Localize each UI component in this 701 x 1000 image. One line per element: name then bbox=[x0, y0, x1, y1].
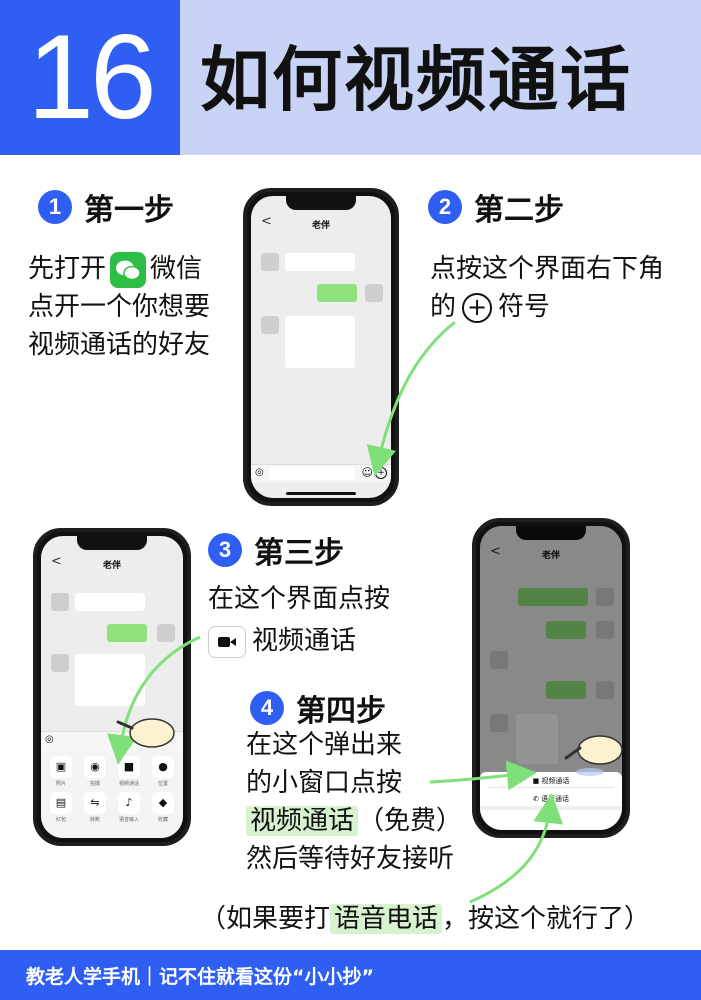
location-icon[interactable]: ● bbox=[152, 756, 174, 778]
step2-number: 2 bbox=[428, 190, 462, 224]
step2-line2a: 的 bbox=[430, 292, 457, 322]
video-camera-icon bbox=[208, 625, 246, 658]
grid-label: 拍摄 bbox=[89, 781, 100, 787]
step4-line3b: （免费） bbox=[358, 806, 463, 836]
step4-line1: 在这个弹出来 bbox=[246, 730, 403, 760]
voice-icon[interactable]: ◎ bbox=[255, 467, 264, 478]
grid-label: 收藏 bbox=[157, 817, 168, 823]
avatar bbox=[51, 654, 69, 672]
red-packet-icon[interactable]: ▤ bbox=[50, 792, 72, 814]
step1-number: 1 bbox=[38, 190, 72, 224]
step4-heading: 4 第四步 bbox=[250, 686, 386, 730]
step1-line1b: 微信 bbox=[150, 254, 203, 284]
step1-line2: 点开一个你想要 bbox=[28, 292, 211, 322]
step1-heading: 1 第一步 bbox=[38, 185, 174, 229]
chat-bubble bbox=[75, 593, 145, 611]
back-icon[interactable]: < bbox=[490, 544, 501, 559]
step1-title: 第一步 bbox=[84, 193, 174, 228]
wechat-icon bbox=[110, 251, 147, 288]
avatar-self bbox=[596, 681, 614, 699]
chat-contact-name: 老伴 bbox=[311, 221, 330, 231]
chat-contact-name: 老伴 bbox=[102, 561, 121, 571]
note-c: ，按这个就行了） bbox=[442, 904, 651, 934]
avatar bbox=[261, 316, 279, 334]
chat-bubble-self bbox=[518, 588, 588, 606]
chat-input-bar[interactable]: ◎ ☺ + bbox=[251, 464, 391, 483]
voice-icon[interactable]: ◎ bbox=[45, 734, 54, 745]
arrow-to-voice-menu bbox=[469, 793, 564, 904]
step1-line3: 视频通话的好友 bbox=[28, 330, 211, 360]
phone-chat-screen: < 老伴 ◎ ☺ + bbox=[243, 188, 399, 506]
plus-circle-icon: + bbox=[462, 292, 493, 323]
avatar-self bbox=[157, 624, 175, 642]
arrow-to-plus bbox=[366, 320, 456, 477]
step2-title: 第二步 bbox=[474, 193, 564, 228]
phone-call-popup: < 老伴 ■ 视频通话 ✆ 语音通话 取消 bbox=[472, 518, 630, 838]
arrow-to-video-grid bbox=[107, 635, 201, 765]
step1-text: 先打开 微信 点开一个你想要 视频通话的好友 bbox=[28, 250, 210, 364]
avatar bbox=[490, 651, 508, 669]
title-banner bbox=[180, 0, 701, 155]
avatar-self bbox=[596, 588, 614, 606]
footer-text: 教老人学手机｜记不住就看这份“小小抄” bbox=[26, 966, 374, 988]
voice-input-icon[interactable]: ♪ bbox=[118, 792, 140, 814]
chat-bubble bbox=[285, 253, 355, 271]
step3-title: 第三步 bbox=[254, 536, 344, 571]
avatar bbox=[490, 714, 508, 732]
pointing-hand-icon bbox=[564, 735, 623, 776]
back-icon[interactable]: < bbox=[261, 214, 272, 229]
message-input[interactable] bbox=[269, 467, 355, 480]
arrow-to-video-menu bbox=[429, 760, 537, 791]
step2-heading: 2 第二步 bbox=[428, 185, 564, 229]
page-title: 如何视频通话 bbox=[200, 39, 632, 121]
footer-bar bbox=[0, 950, 701, 1000]
grid-label: 视频通话 bbox=[118, 781, 139, 787]
chat-bubble-self bbox=[546, 681, 586, 699]
step4-line2: 的小窗口点按 bbox=[246, 768, 403, 798]
step3-text: 在这个界面点按 视频通话 bbox=[208, 580, 390, 660]
chat-bubble-self bbox=[317, 284, 357, 302]
step3-number: 3 bbox=[208, 533, 242, 567]
step-number: 16 bbox=[0, 0, 180, 155]
back-icon[interactable]: < bbox=[51, 554, 62, 569]
note-a: （如果要打 bbox=[200, 904, 331, 934]
grid-label: 转账 bbox=[89, 817, 100, 823]
step1-line1a: 先打开 bbox=[28, 254, 107, 284]
chat-bubble bbox=[75, 654, 145, 706]
step4-highlight-video: 视频通话 bbox=[246, 806, 359, 836]
step4-number: 4 bbox=[250, 691, 284, 725]
step3-heading: 3 第三步 bbox=[208, 528, 344, 572]
avatar bbox=[51, 593, 69, 611]
step4-title: 第四步 bbox=[296, 694, 386, 729]
phone-plus-menu: < 老伴 ◎ ▣ ◉ ■ ● 照片 拍摄 视频通话 位置 ▤ ⇋ ♪ ◆ 红包 … bbox=[33, 528, 191, 846]
chat-bubble bbox=[285, 316, 355, 368]
chat-bubble-self bbox=[546, 621, 586, 639]
avatar-self bbox=[365, 284, 383, 302]
favorites-icon[interactable]: ◆ bbox=[152, 792, 174, 814]
step3-line2: 视频通话 bbox=[252, 626, 357, 656]
grid-label: 位置 bbox=[157, 781, 168, 787]
step2-line2b: 符号 bbox=[498, 292, 551, 322]
step2-text: 点按这个界面右下角 的+符号 bbox=[430, 250, 664, 326]
photo-icon[interactable]: ▣ bbox=[50, 756, 72, 778]
chat-bubble-self bbox=[107, 624, 147, 642]
pointing-hand-icon bbox=[116, 718, 175, 748]
grid-label: 红包 bbox=[55, 817, 66, 823]
grid-label: 语音输入 bbox=[118, 817, 139, 823]
chat-bubble bbox=[516, 714, 558, 764]
plus-panel: ▣ ◉ ■ ● 照片 拍摄 视频通话 位置 ▤ ⇋ ♪ ◆ 红包 转账 语音输入… bbox=[41, 750, 183, 838]
step4-line4: 然后等待好友接听 bbox=[246, 844, 455, 874]
voice-call-note: （如果要打语音电话，按这个就行了） bbox=[200, 900, 650, 938]
note-highlight-voice: 语音电话 bbox=[330, 904, 443, 934]
camera-icon[interactable]: ◉ bbox=[84, 756, 106, 778]
avatar-self bbox=[596, 621, 614, 639]
step4-text: 在这个弹出来 的小窗口点按 视频通话（免费） 然后等待好友接听 bbox=[246, 726, 462, 878]
step3-line1: 在这个界面点按 bbox=[208, 584, 391, 614]
avatar bbox=[261, 253, 279, 271]
transfer-icon[interactable]: ⇋ bbox=[84, 792, 106, 814]
chat-contact-name: 老伴 bbox=[541, 551, 560, 561]
grid-label: 照片 bbox=[55, 781, 66, 787]
step2-line1: 点按这个界面右下角 bbox=[430, 254, 665, 284]
